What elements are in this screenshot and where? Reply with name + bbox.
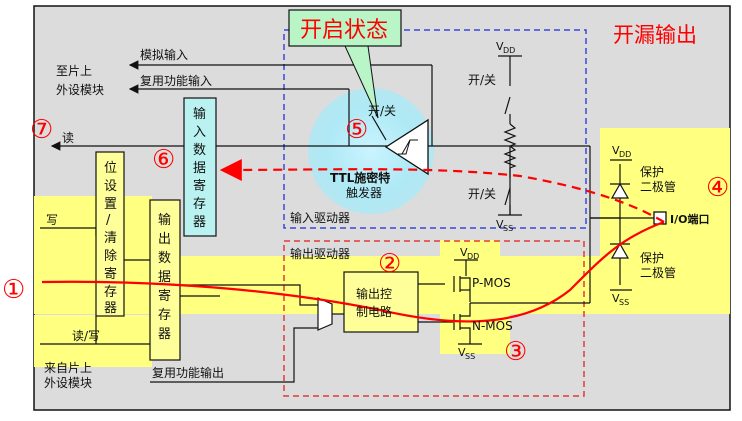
input-driver-region <box>283 29 587 229</box>
svg-text:SS: SS <box>619 298 629 307</box>
output-data-register-box <box>149 199 181 361</box>
state-title-box <box>288 9 402 47</box>
label-trigger: 触发器 <box>346 185 382 200</box>
svg-text:存: 存 <box>104 285 117 300</box>
output-control-box <box>343 271 419 333</box>
label-alt-func-input: 复用功能输入 <box>140 73 212 88</box>
label-protect-1: 保护 <box>640 165 664 179</box>
svg-text:设: 设 <box>104 179 117 194</box>
svg-text:寄: 寄 <box>193 178 206 194</box>
svg-text:SS: SS <box>465 352 475 361</box>
label-protect-2: 保护 <box>640 251 664 265</box>
svg-text:DD: DD <box>619 150 631 159</box>
svg-text:存: 存 <box>158 308 171 323</box>
step-markers: ① ② ③ ④ ⑤ ⑥ ⑦ <box>2 115 729 367</box>
io-pin-square <box>653 211 667 225</box>
marker-5: ⑤ <box>345 115 368 145</box>
svg-text:寄: 寄 <box>104 266 117 282</box>
label-write: 写 <box>46 213 58 227</box>
svg-text:/: / <box>106 213 111 228</box>
label-input-driver: 输入驱动器 <box>290 210 350 225</box>
label-to-chip: 至片上 <box>56 64 92 78</box>
trigger-glow <box>308 88 434 214</box>
svg-text:位: 位 <box>104 161 117 176</box>
svg-text:SS: SS <box>503 224 513 233</box>
label-on-off-pullup: 开/关 <box>468 73 496 87</box>
svg-text:V: V <box>458 346 466 359</box>
svg-text:DD: DD <box>467 252 479 261</box>
output-driver-region <box>283 240 585 397</box>
input-data-register-label: 输 入 数 据 寄 存 器 <box>193 106 206 230</box>
label-output-control-2: 制电路 <box>356 304 392 319</box>
svg-text:置: 置 <box>104 197 117 212</box>
label-alt-func-output: 复用功能输出 <box>152 365 224 380</box>
highlight-regions <box>34 128 730 367</box>
svg-text:V: V <box>496 40 504 53</box>
svg-text:数: 数 <box>158 251 171 266</box>
marker-2: ② <box>378 249 401 279</box>
label-from-chip: 来自片上 <box>44 361 92 375</box>
input-data-register-box <box>183 97 217 237</box>
svg-text:数: 数 <box>193 143 206 158</box>
svg-text:器: 器 <box>104 301 117 316</box>
label-ttl-schmitt: TTL施密特 <box>330 170 390 185</box>
label-nmos: N-MOS <box>472 319 513 333</box>
svg-text:据: 据 <box>158 270 171 285</box>
svg-text:V: V <box>460 246 468 259</box>
wiring <box>40 55 654 383</box>
svg-text:DD: DD <box>503 46 515 55</box>
svg-text:V: V <box>496 218 504 231</box>
schmitt-trigger-symbol <box>371 115 429 176</box>
marker-3: ③ <box>504 337 527 367</box>
label-read-write: 读/写 <box>72 329 100 343</box>
marker-6: ⑥ <box>152 145 175 175</box>
label-read: 读 <box>62 131 74 145</box>
marker-7: ⑦ <box>30 115 53 145</box>
svg-text:V: V <box>612 144 620 157</box>
bit-set-clear-register-box <box>95 151 125 317</box>
label-on-off-pulldown: 开/关 <box>468 187 496 201</box>
state-title: 开启状态 <box>300 18 388 43</box>
label-periph-module: 外设模块 <box>56 83 104 97</box>
red-data-path <box>41 158 665 323</box>
svg-text:输: 输 <box>193 106 206 122</box>
label-pmos: P-MOS <box>472 276 511 290</box>
label-output-driver: 输出驱动器 <box>290 246 350 261</box>
label-diode-2: 二极管 <box>640 265 676 280</box>
label-output-control-1: 输出控 <box>356 286 392 301</box>
svg-text:寄: 寄 <box>158 288 171 304</box>
svg-text:出: 出 <box>158 232 171 247</box>
svg-text:清: 清 <box>104 231 117 246</box>
label-io-pin: I/O端口 <box>670 212 709 226</box>
label-on-off-trigger: 开/关 <box>368 104 396 118</box>
svg-text:器: 器 <box>158 327 171 342</box>
svg-text:除: 除 <box>104 249 117 264</box>
svg-text:器: 器 <box>193 215 206 230</box>
svg-text:据: 据 <box>193 161 206 176</box>
label-analog-input: 模拟输入 <box>140 47 188 62</box>
marker-4: ④ <box>706 173 729 203</box>
bit-set-clear-register-label: 位 设 置 / 清 除 寄 存 器 <box>104 161 117 316</box>
label-periph-module-2: 外设模块 <box>44 376 92 390</box>
output-mux <box>317 297 333 331</box>
svg-text:入: 入 <box>193 125 206 140</box>
svg-text:V: V <box>612 292 620 305</box>
svg-text:输: 输 <box>158 212 171 228</box>
mode-title: 开漏输出 <box>613 23 697 47</box>
marker-1: ① <box>2 275 25 305</box>
svg-text:存: 存 <box>193 197 206 212</box>
label-diode-1: 二极管 <box>640 179 676 194</box>
output-data-register-label: 输 出 数 据 寄 存 器 <box>158 212 171 342</box>
